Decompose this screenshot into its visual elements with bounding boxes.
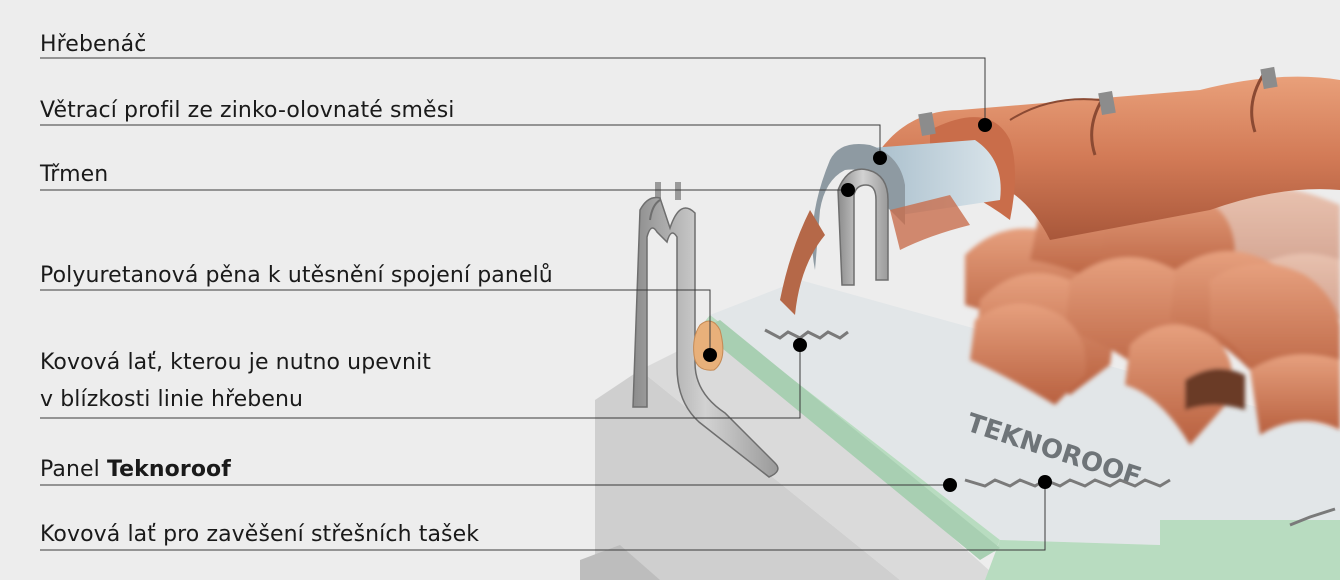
label-panel-brand: Teknoroof — [106, 457, 231, 482]
tile-batten-metal — [764, 328, 1336, 527]
leader-lines — [40, 57, 1046, 551]
pu-foam-blob — [693, 320, 724, 371]
teknoroof-panel: TEKNOROOF — [700, 280, 1340, 580]
label-panel: Panel Teknoroof — [40, 455, 231, 485]
callout-dots — [703, 118, 1052, 492]
label-ridge-batten-line2: v blízkosti linie hřebenu — [40, 387, 304, 412]
label-ridge-batten-line1: Kovová lať, kterou je nutno upevnit — [40, 350, 432, 375]
bracket-standalone — [632, 182, 779, 478]
roof-tiles-front — [965, 188, 1340, 445]
label-panel-prefix: Panel — [40, 457, 100, 482]
label-pu-foam: Polyuretanová pěna k utěsnění spojení pa… — [40, 263, 553, 288]
bracket-ridge — [837, 168, 889, 286]
label-tile-batten: Kovová lať pro zavěšení střešních tašek — [40, 522, 480, 547]
label-ridge-tile: Hřebenáč — [40, 32, 147, 57]
wall — [580, 330, 1000, 580]
label-bracket: Třmen — [40, 162, 109, 187]
label-vent-profile: Větrací profil ze zinko-olovnaté směsi — [40, 98, 455, 123]
